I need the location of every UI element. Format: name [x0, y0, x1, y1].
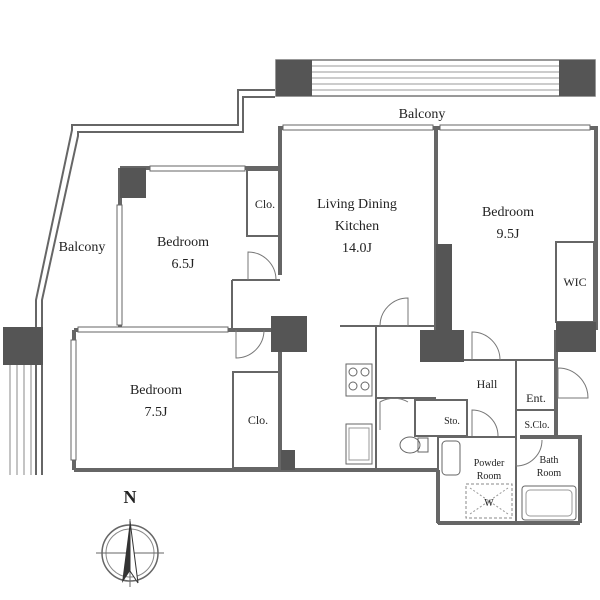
bedroom-sw-size: 7.5J	[145, 405, 169, 420]
powder-room-label-line2: Room	[477, 471, 502, 482]
balcony-top-label: Balcony	[399, 107, 446, 122]
bathtub	[521, 485, 577, 521]
columns	[120, 168, 596, 470]
washer-label: W	[484, 498, 494, 509]
door	[379, 397, 409, 430]
storage-label: Sto.	[444, 416, 460, 427]
compass-needle-icon	[122, 521, 130, 583]
hall-label: Hall	[477, 377, 498, 391]
column	[420, 330, 464, 362]
balcony-pillar	[559, 60, 595, 96]
kitchen-sink	[345, 423, 373, 465]
column	[556, 322, 596, 352]
bath-room-label-line1: Bath	[540, 455, 559, 466]
entrance-door	[557, 367, 589, 399]
door	[471, 331, 501, 361]
north-label: N	[124, 487, 137, 507]
windows	[70, 124, 591, 461]
bedroom-ne-size: 9.5J	[497, 227, 521, 242]
balcony-pillar	[276, 60, 312, 96]
compass: N	[96, 487, 164, 587]
closet-nw-label: Clo.	[255, 197, 275, 211]
doors	[235, 251, 589, 467]
window	[116, 204, 123, 326]
closet-sw-label: Clo.	[248, 413, 268, 427]
window	[77, 326, 229, 333]
column	[120, 168, 146, 198]
door	[379, 297, 409, 327]
door	[235, 329, 265, 359]
toilet	[399, 436, 421, 454]
stove	[345, 363, 373, 397]
bedroom-sw-label: Bedroom	[130, 383, 182, 398]
ldk-label-line1: Living Dining	[317, 197, 397, 212]
bedroom-nw-label: Bedroom	[157, 235, 209, 250]
door	[471, 409, 499, 437]
wash-basin	[441, 440, 461, 476]
window	[70, 339, 77, 461]
door	[247, 251, 277, 281]
bedroom-ne-label: Bedroom	[482, 205, 534, 220]
ldk-label-line2: Kitchen	[335, 219, 379, 234]
window	[149, 165, 246, 172]
balcony-railing	[3, 59, 596, 475]
powder-room-label-line1: Powder	[474, 458, 505, 469]
washer-space	[465, 483, 513, 519]
bedroom-nw-size: 6.5J	[172, 257, 196, 272]
door	[515, 439, 543, 467]
shoe-closet-label: S.Clo.	[524, 420, 549, 431]
window	[282, 124, 434, 131]
column	[271, 316, 307, 352]
fixtures	[345, 363, 577, 521]
exterior-walls	[72, 126, 598, 525]
ldk-size: 14.0J	[342, 241, 373, 256]
column	[436, 244, 452, 330]
entrance-label: Ent.	[526, 391, 546, 405]
interior-walls	[231, 128, 595, 524]
wic-label: WIC	[563, 275, 586, 289]
column	[281, 450, 295, 470]
bath-room-label-line2: Room	[537, 468, 562, 479]
balcony-pillar	[3, 327, 43, 365]
balcony-left-label: Balcony	[59, 240, 106, 255]
window	[439, 124, 591, 131]
room-labels: Balcony Balcony Bedroom 6.5J Clo. Living…	[59, 107, 587, 509]
